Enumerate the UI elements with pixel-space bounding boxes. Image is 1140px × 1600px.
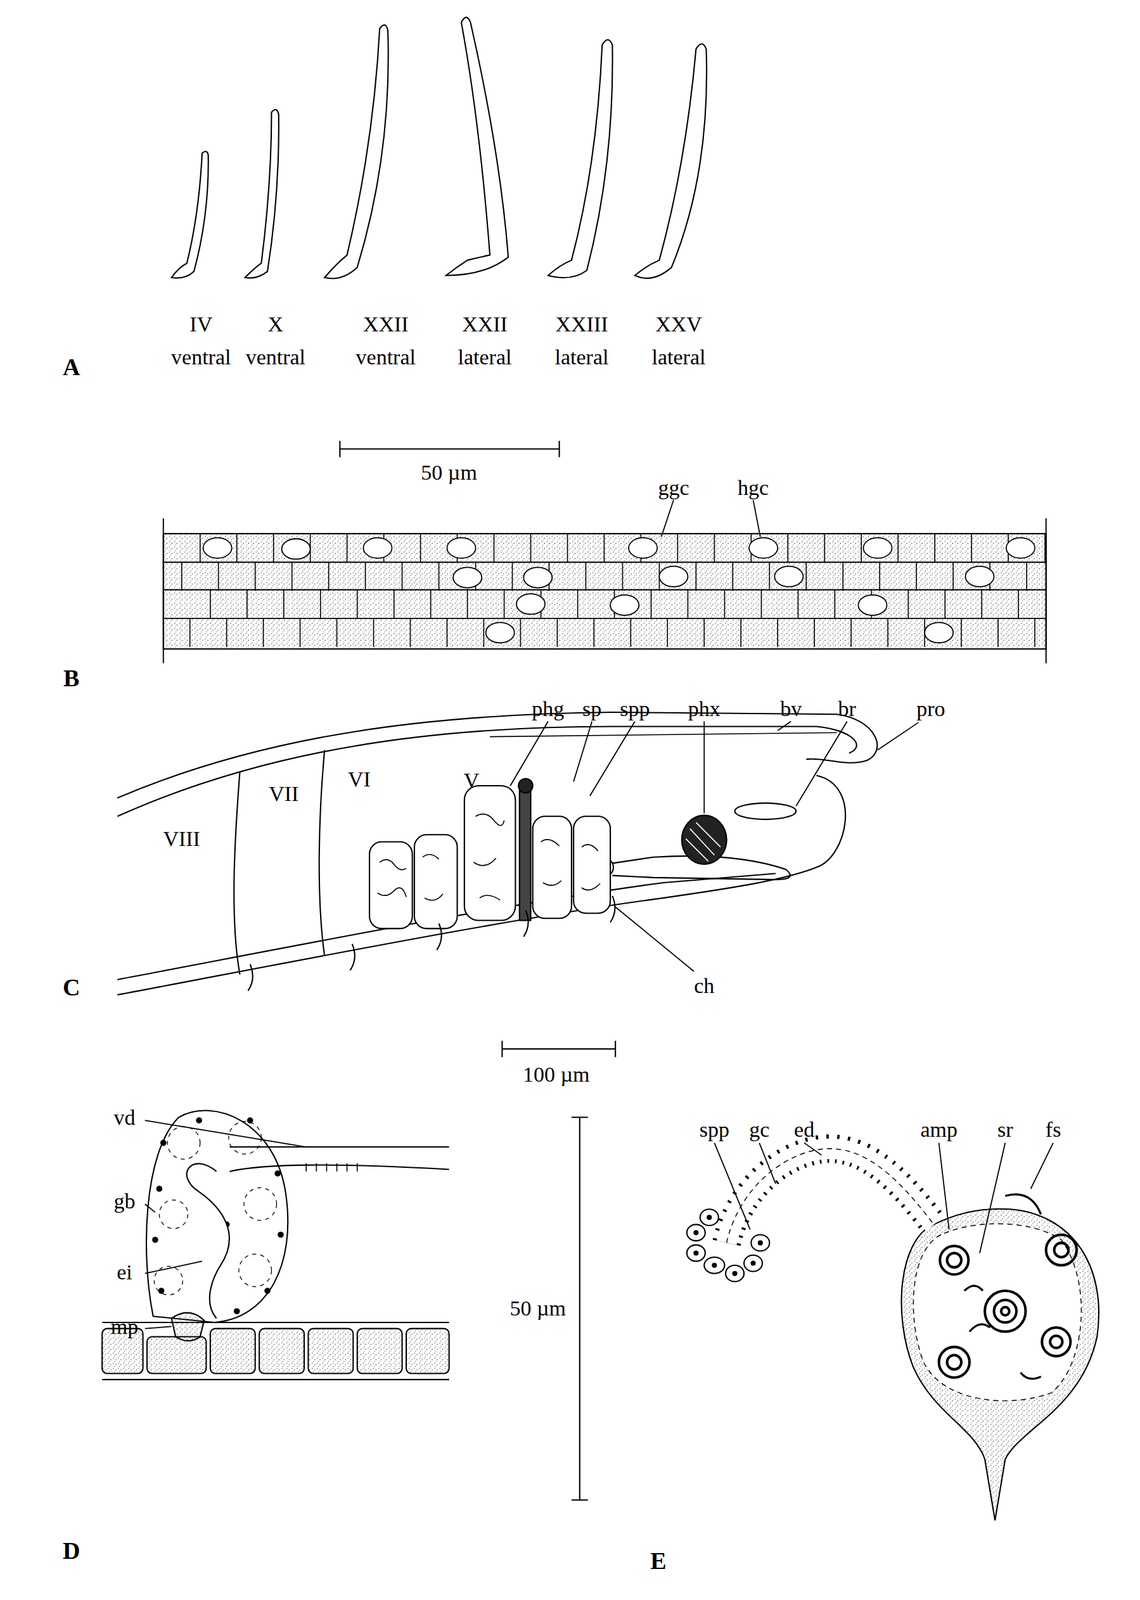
part-label: br: [837, 697, 858, 722]
part-label: XXII: [460, 312, 509, 336]
part-label: sp: [581, 697, 603, 722]
part-label: pro: [915, 697, 947, 722]
part-label: 50 µm: [419, 460, 479, 485]
part-label: ventral: [169, 345, 232, 369]
chaetae: [171, 17, 707, 279]
part-label: ei: [115, 1261, 134, 1285]
panel-letter: B: [62, 665, 81, 692]
part-label: ggc: [656, 475, 691, 500]
part-label: XXIII: [553, 312, 609, 336]
part-label: hgc: [736, 475, 770, 500]
part-label: vd: [112, 1105, 137, 1130]
part-label: IV: [188, 312, 214, 336]
part-label: gb: [112, 1189, 137, 1213]
part-label: amp: [918, 1117, 959, 1142]
epidermis-band: [163, 499, 1092, 664]
worm-anterior: [117, 712, 919, 995]
part-label: ventral: [354, 345, 417, 369]
part-label: V: [462, 768, 481, 793]
part-label: lateral: [456, 345, 514, 369]
part-label: 100 µm: [521, 1062, 592, 1087]
panel-letter: A: [61, 354, 82, 381]
part-label: phg: [530, 697, 566, 722]
part-label: XXII: [361, 312, 410, 336]
part-label: VIII: [161, 826, 202, 851]
part-label: lateral: [650, 345, 708, 369]
part-label: spp: [698, 1117, 731, 1142]
part-label: X: [266, 312, 286, 336]
part-label: gc: [747, 1117, 771, 1142]
part-label: spp: [618, 697, 651, 722]
spermatheca: [686, 1143, 1099, 1521]
part-label: XXV: [653, 312, 704, 336]
part-label: ed: [792, 1117, 816, 1142]
part-label: bv: [778, 697, 803, 722]
part-label: 50 µm: [508, 1296, 568, 1320]
male-pore-gland: [102, 1110, 450, 1381]
part-label: ch: [692, 973, 716, 998]
part-label: sr: [996, 1117, 1015, 1142]
part-label: mp: [109, 1314, 140, 1339]
panel-letter: C: [61, 974, 82, 1002]
part-label: fs: [1044, 1117, 1063, 1142]
part-label: phx: [686, 697, 722, 722]
part-label: VI: [346, 768, 372, 792]
part-label: lateral: [553, 345, 611, 369]
panel-letter: D: [61, 1537, 82, 1565]
part-label: ventral: [244, 345, 307, 369]
part-label: VII: [267, 781, 300, 806]
panel-letter: E: [648, 1548, 668, 1575]
